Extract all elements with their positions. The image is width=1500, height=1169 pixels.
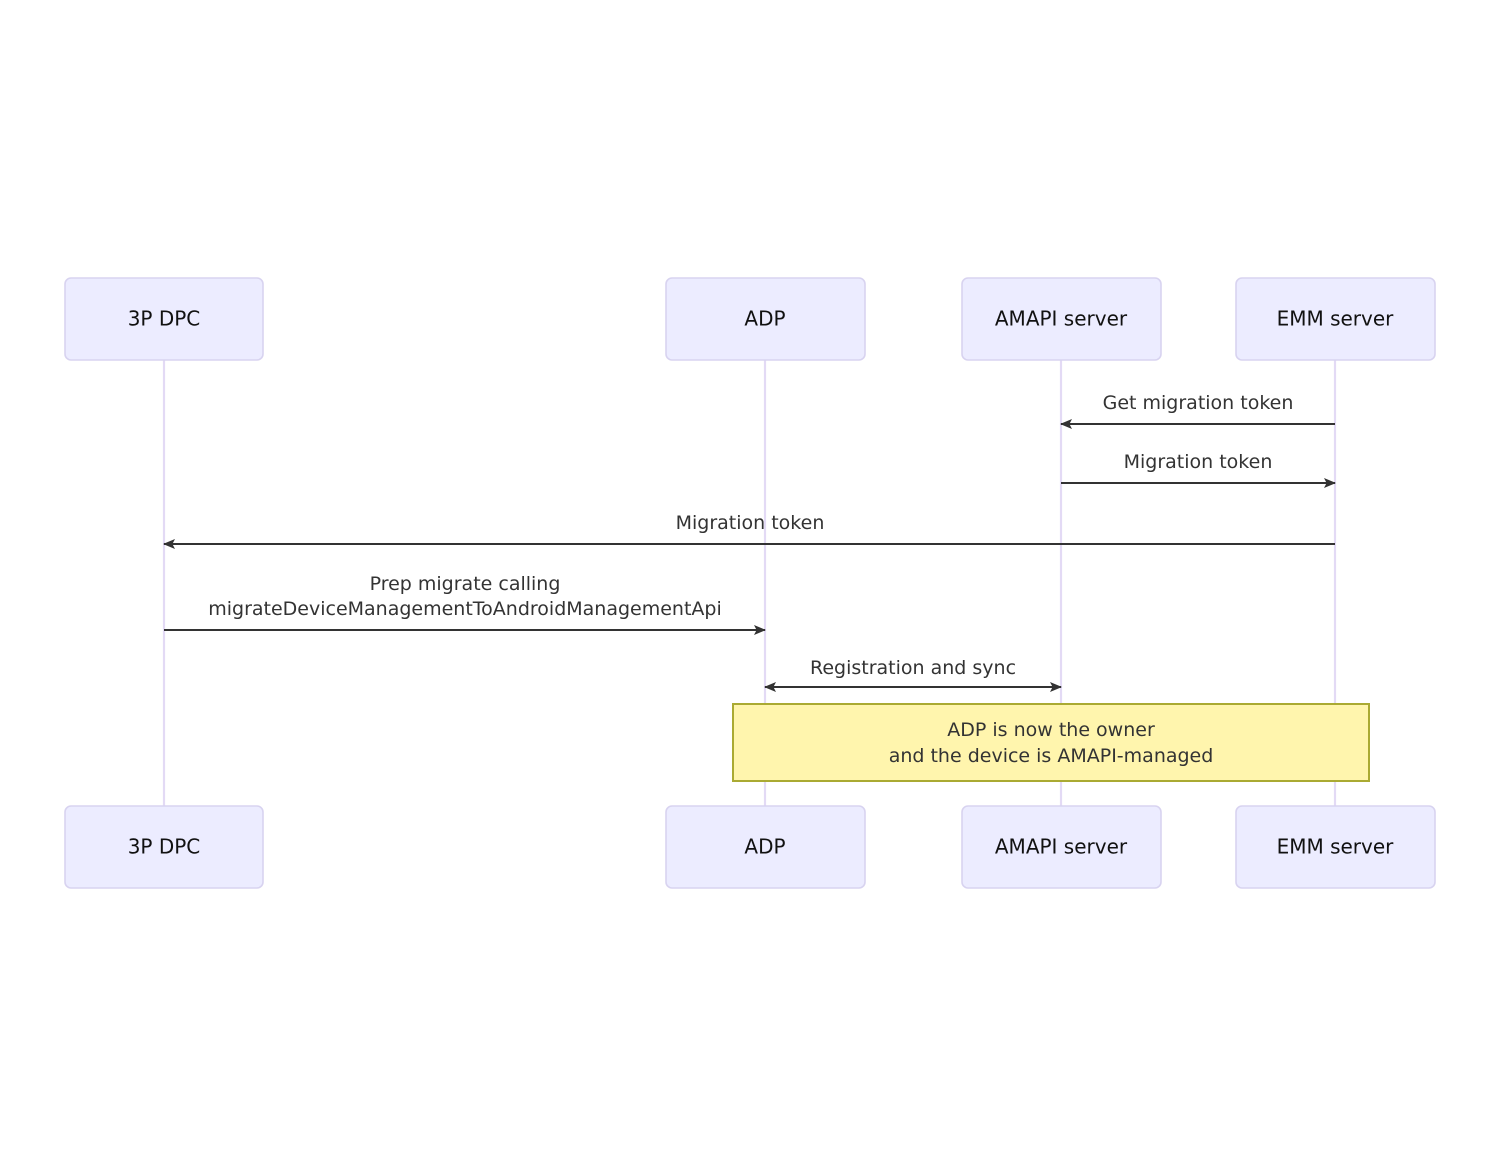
- actors-top-group: 3P DPC ADP AMAPI server EMM server: [64, 277, 1436, 361]
- actor-label-emm-top: EMM server: [1277, 307, 1395, 331]
- actor-label-amapi-bottom: AMAPI server: [995, 835, 1128, 859]
- notes-group: ADP is now the owner and the device is AM…: [732, 703, 1370, 782]
- actor-label-emm-bottom: EMM server: [1277, 835, 1395, 859]
- actors-bottom-group: 3P DPC ADP AMAPI server EMM server: [64, 805, 1436, 889]
- actor-box-amapi-bottom[interactable]: [961, 805, 1162, 889]
- message-label-m1: Get migration token: [1103, 392, 1294, 414]
- message-label-m5: Registration and sync: [810, 657, 1016, 679]
- actor-box-dpc-bottom[interactable]: [64, 805, 264, 889]
- message-label-m4-line2: migrateDeviceManagementToAndroidManageme…: [208, 598, 722, 620]
- actor-label-amapi-top: AMAPI server: [995, 307, 1128, 331]
- actor-box-emm-bottom[interactable]: [1235, 805, 1436, 889]
- actor-box-adp-bottom[interactable]: [665, 805, 866, 889]
- actor-box-dpc-top[interactable]: [64, 277, 264, 361]
- actor-box-emm-top[interactable]: [1235, 277, 1436, 361]
- actor-label-dpc-top: 3P DPC: [128, 307, 201, 331]
- actor-label-adp-top: ADP: [744, 307, 785, 331]
- message-label-m2: Migration token: [1124, 451, 1273, 473]
- message-label-m4-line1: Prep migrate calling: [370, 573, 561, 595]
- actor-box-adp-top[interactable]: [665, 277, 866, 361]
- actor-label-dpc-bottom: 3P DPC: [128, 835, 201, 859]
- message-label-m3: Migration token: [676, 512, 825, 534]
- actor-label-adp-bottom: ADP: [744, 835, 785, 859]
- note-text-n1-line1: ADP is now the owner: [947, 719, 1155, 741]
- note-box-n1[interactable]: [732, 703, 1370, 782]
- note-text-n1-line2: and the device is AMAPI-managed: [889, 745, 1214, 767]
- actor-box-amapi-top[interactable]: [961, 277, 1162, 361]
